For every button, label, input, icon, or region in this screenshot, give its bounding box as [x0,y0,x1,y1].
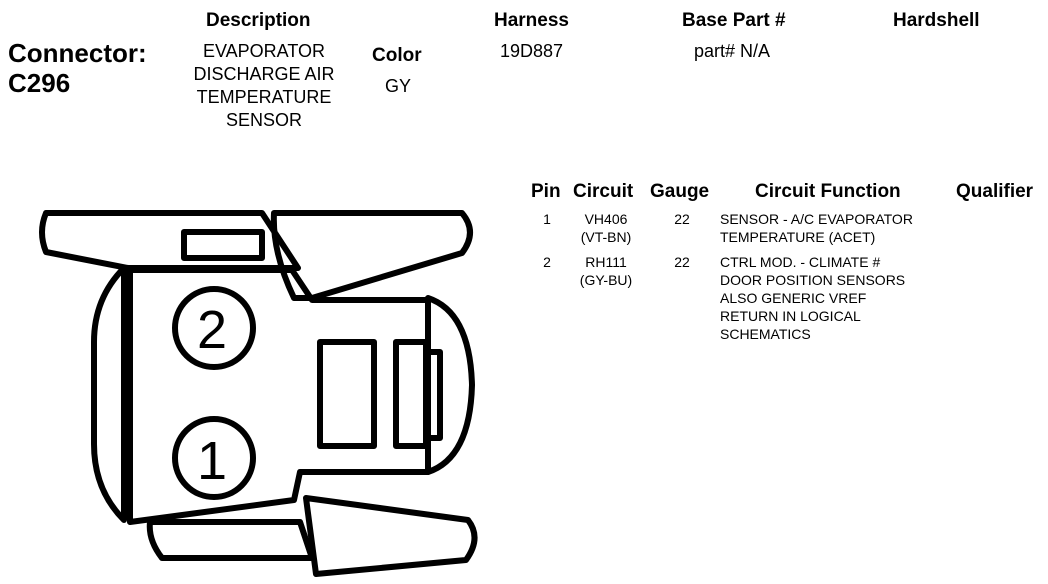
description-value: EVAPORATOR DISCHARGE AIR TEMPERATURE SEN… [172,40,356,132]
table-row-function: SENSOR - A/C EVAPORATOR TEMPERATURE (ACE… [720,210,913,246]
table-row-circuit: VH406 (VT-BN) [568,210,644,246]
connector-id: C296 [8,68,71,98]
pin-1-cavity [172,416,256,500]
connector-housing [127,267,431,525]
table-row-pin: 2 [543,254,551,270]
qualifier-column-header: Qualifier [956,181,1034,202]
latch-pocket [393,339,429,449]
table-row-gauge: 22 [674,211,690,227]
table-row-gauge: 22 [674,254,690,270]
table-row-circuit: RH111 (GY-BU) [568,253,644,289]
harness-header: Harness [494,10,569,31]
function-line: RETURN IN LOGICAL [720,308,861,324]
function-line: SCHEMATICS [720,326,811,342]
harness-value: 19D887 [500,41,564,61]
right-side-tab [425,295,475,475]
top-right-tab [270,210,473,301]
pin-1-label: 1 [197,431,227,491]
left-wing [91,265,127,523]
function-column-header: Circuit Function [755,181,901,202]
connector-face-diagram: 2 1 [39,210,478,577]
bottom-right-tab [303,495,478,577]
description-line: TEMPERATURE [196,87,332,107]
hardshell-header: Hardshell [893,10,980,31]
description-header: Description [206,10,311,31]
circuit-number: VH406 [584,211,628,227]
table-row-pin: 1 [543,211,551,227]
connector-title: Connector: C296 [8,38,147,98]
pin-2-cavity [172,286,256,370]
table-row-function: CTRL MOD. - CLIMATE # DOOR POSITION SENS… [720,253,905,343]
base-part-value: part# N/A [694,41,771,61]
description-line: EVAPORATOR [202,41,326,61]
pin-column-header: Pin [531,181,561,202]
description-line: SENSOR [225,110,303,130]
description-line: DISCHARGE AIR [193,64,335,84]
circuit-color: (GY-BU) [579,272,633,288]
function-line: DOOR POSITION SENSORS [720,272,906,288]
circuit-color: (VT-BN) [580,229,632,245]
circuit-column-header: Circuit [573,181,634,202]
function-line: TEMPERATURE (ACET) [720,229,876,245]
pin-2-label: 2 [197,300,227,360]
connector-label: Connector: [8,38,147,68]
latch-key [423,349,443,441]
key-pocket [317,339,377,449]
function-line: SENSOR - A/C EVAPORATOR [720,211,913,227]
top-latch [181,229,265,261]
color-value: GY [385,76,412,96]
function-line: CTRL MOD. - CLIMATE # [720,254,881,270]
circuit-number: RH111 [585,254,627,270]
gauge-column-header: Gauge [650,181,710,202]
bottom-left-tab [146,519,315,561]
color-header: Color [372,45,422,66]
base-part-header: Base Part # [682,10,786,31]
function-line: ALSO GENERIC VREF [720,290,867,306]
